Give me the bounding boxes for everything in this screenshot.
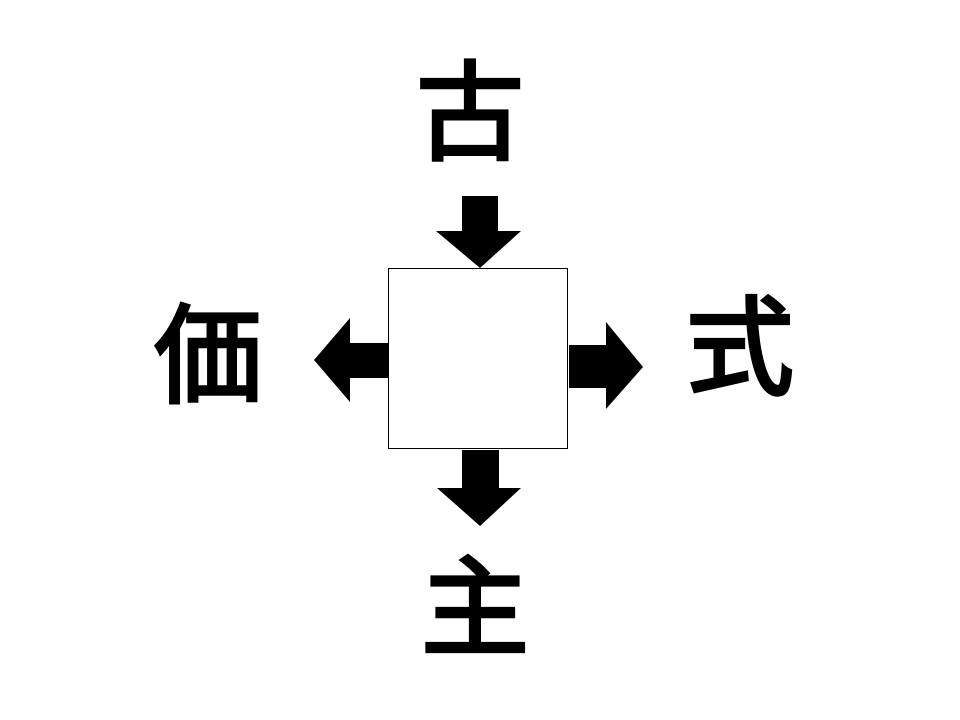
kanji-left: 価 [153, 295, 262, 420]
kanji-right: 式 [685, 287, 794, 412]
arrow-left-icon [314, 318, 388, 402]
answer-box[interactable] [388, 268, 568, 449]
arrow-down-icon [437, 450, 521, 526]
kanji-bottom: 主 [420, 547, 529, 672]
kanji-top: 古 [415, 52, 524, 177]
arrow-right-icon [569, 322, 643, 409]
arrow-down-icon [436, 196, 521, 268]
